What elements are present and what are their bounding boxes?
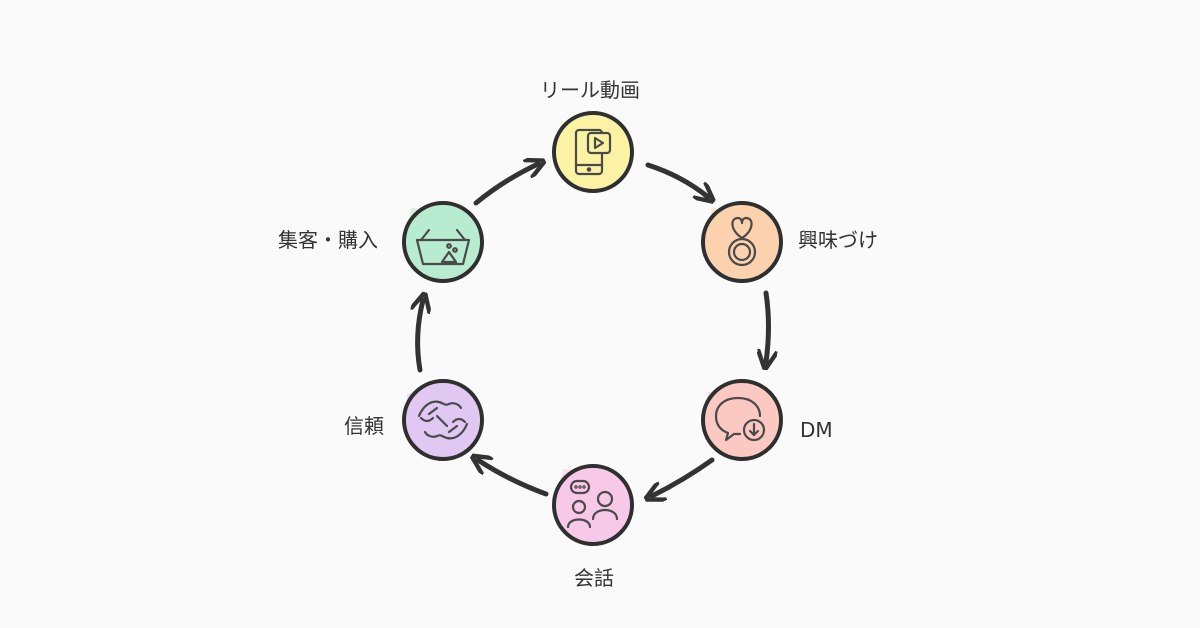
arrow-trust-to-purchase [418, 300, 423, 373]
node-reels [552, 111, 634, 193]
arrow-talk-to-trust [478, 460, 549, 497]
node-purchase [402, 201, 484, 283]
chat-download-icon [714, 396, 766, 442]
node-talk [552, 464, 634, 546]
arrow-reels-to-interest [645, 162, 708, 197]
node-label-purchase: 集客・購入 [278, 228, 378, 252]
node-label-trust: 信頼 [344, 414, 384, 438]
node-interest [701, 201, 783, 283]
phone-video-icon [574, 128, 612, 176]
people-chat-icon [566, 479, 619, 529]
arrow-purchase-to-reels [473, 164, 538, 206]
node-label-reels: リール動画 [540, 78, 640, 102]
arrow-interest-to-dm [766, 290, 769, 362]
node-label-interest: 興味づけ [798, 228, 878, 252]
node-label-talk: 会話 [574, 566, 614, 590]
basket-icon [415, 228, 471, 266]
node-dm [701, 379, 783, 461]
handshake-icon [417, 400, 469, 440]
node-trust [402, 379, 484, 461]
node-label-dm: DM [800, 418, 833, 442]
heart-ring-icon [727, 216, 757, 267]
arrow-dm-to-talk [652, 457, 715, 496]
